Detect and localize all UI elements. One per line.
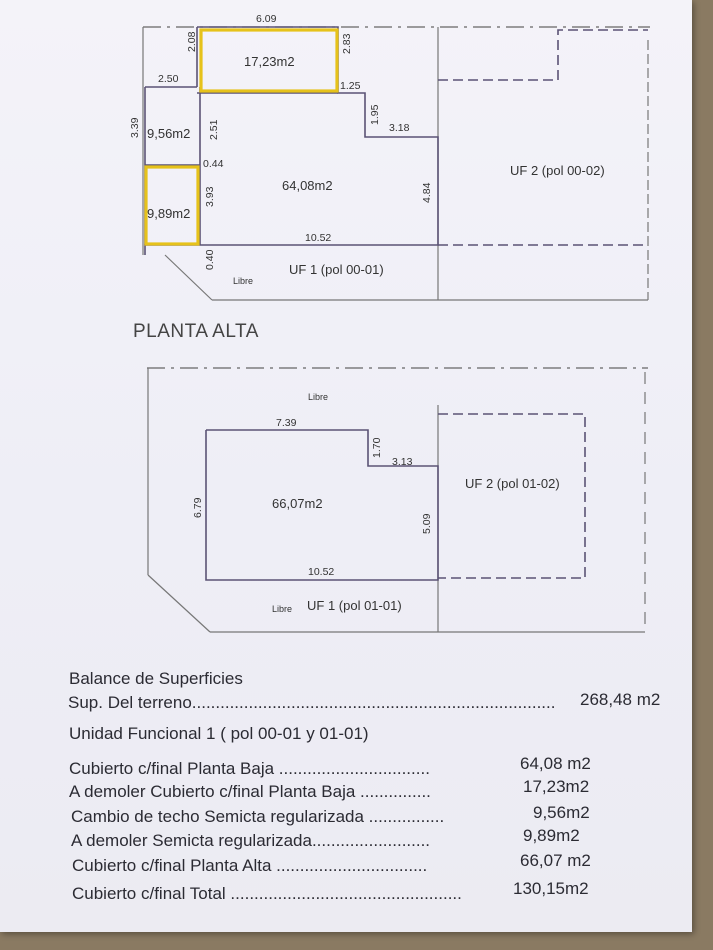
dim-6-79: 6.79 (192, 497, 204, 518)
lot-chamfer (164, 254, 213, 301)
dim-5-09: 5.09 (421, 513, 433, 534)
dim-6-09: 6.09 (256, 13, 277, 25)
planta-alta-plan (147, 367, 648, 633)
dim-7-39: 7.39 (276, 417, 297, 429)
dim-4-84: 4.84 (421, 182, 433, 203)
uf2-dashed-upper (438, 29, 648, 81)
dim-1-70: 1.70 (371, 437, 383, 458)
pa-building-outline (205, 429, 439, 581)
dim-1-25: 1.25 (340, 80, 361, 92)
planta-alta-labels: Libre 7.39 1.70 3.13 UF 2 (pol 01-02) 66… (192, 392, 560, 614)
planta-baja-labels: 6.09 2.08 2.83 17,23m2 2.50 1.25 3.39 9,… (129, 13, 605, 286)
libre-pa-top: Libre (308, 392, 328, 402)
dim-2-08: 2.08 (186, 31, 198, 52)
uf2-pb-label: UF 2 (pol 00-02) (510, 163, 605, 178)
area-64-08: 64,08m2 (282, 178, 333, 193)
area-9-89: 9,89m2 (147, 206, 190, 221)
highlight-9-89 (144, 165, 200, 246)
planta-alta-heading: PLANTA ALTA (133, 321, 259, 342)
pa-chamfer (147, 574, 211, 633)
dim-3-13: 3.13 (392, 456, 413, 468)
pa-uf2-dashed (438, 413, 586, 579)
uf1-pa-label: UF 1 (pol 01-01) (307, 598, 402, 613)
dim-3-93: 3.93 (204, 186, 216, 207)
dim-0-44: 0.44 (203, 158, 224, 170)
uf2-pa-label: UF 2 (pol 01-02) (465, 476, 560, 491)
planta-baja-plan (142, 26, 650, 301)
document-sheet: 6.09 2.08 2.83 17,23m2 2.50 1.25 3.39 9,… (0, 0, 692, 932)
libre-pa-bottom: Libre (272, 604, 292, 614)
uf1-pb-label: UF 1 (pol 00-01) (289, 262, 384, 277)
area-9-56: 9,56m2 (147, 126, 190, 141)
dim-0-40: 0.40 (204, 249, 216, 270)
dim-3-18: 3.18 (389, 122, 410, 134)
dim-10-52: 10.52 (305, 232, 331, 244)
dim-10-52-pa: 10.52 (308, 566, 334, 578)
libre-pb: Libre (233, 276, 253, 286)
highlight-17-23 (199, 28, 339, 93)
area-17-23: 17,23m2 (244, 54, 295, 69)
dim-2-83: 2.83 (341, 33, 353, 54)
dim-1-95: 1.95 (369, 104, 381, 125)
dim-3-39: 3.39 (129, 117, 141, 138)
dim-2-50: 2.50 (158, 73, 179, 85)
area-66-07: 66,07m2 (272, 496, 323, 511)
dim-2-51: 2.51 (208, 119, 220, 140)
